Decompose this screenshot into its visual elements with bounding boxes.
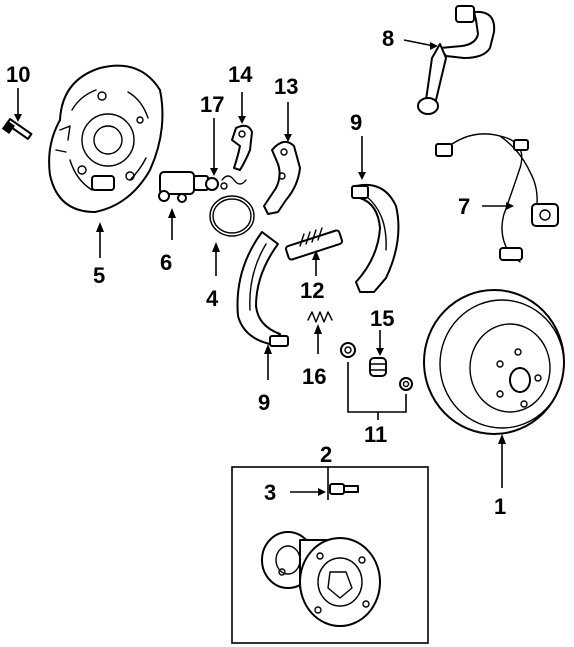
callout-11: 11 <box>364 422 387 447</box>
part-6-wheel-cylinder <box>158 171 219 203</box>
leader-11 <box>347 362 407 413</box>
callout-9a: 9 <box>350 110 362 135</box>
part-15-spring-cup <box>369 357 387 377</box>
leader-8 <box>403 39 435 47</box>
callout-6: 6 <box>160 250 172 275</box>
callout-7: 7 <box>458 194 470 219</box>
part-1-brake-drum <box>423 289 565 435</box>
part-17-spring-clip <box>220 175 247 190</box>
part-14-lever <box>231 124 253 171</box>
part-4-ring-seal <box>209 195 255 237</box>
callout-8: 8 <box>382 26 394 51</box>
callout-13: 13 <box>274 74 298 99</box>
callout-5: 5 <box>93 263 105 288</box>
callout-12: 12 <box>300 278 324 303</box>
part-9-brake-shoe-left <box>236 231 289 347</box>
part-11-pins <box>340 342 413 391</box>
callout-2: 2 <box>320 442 332 467</box>
callout-1: 1 <box>494 494 506 519</box>
part-10-bolt <box>1 118 33 140</box>
part-7-abs-sensor-harness <box>435 133 559 263</box>
callout-4: 4 <box>206 286 219 311</box>
callout-17: 17 <box>200 92 224 117</box>
callout-3: 3 <box>264 480 276 505</box>
callout-14: 14 <box>228 62 253 87</box>
part-5-backing-plate <box>48 64 164 213</box>
callout-9b: 9 <box>258 390 270 415</box>
callout-15: 15 <box>370 306 394 331</box>
callout-16: 16 <box>302 364 326 389</box>
callout-10: 10 <box>6 62 30 87</box>
part-3-bolt <box>329 483 359 495</box>
part-2-hub-bearing <box>261 531 381 627</box>
part-8-brake-hose <box>417 5 496 115</box>
part-16-spring <box>307 311 333 323</box>
hub-assembly-box <box>231 466 429 644</box>
part-9-brake-shoe-right <box>351 184 400 293</box>
part-13-strut <box>263 140 301 215</box>
